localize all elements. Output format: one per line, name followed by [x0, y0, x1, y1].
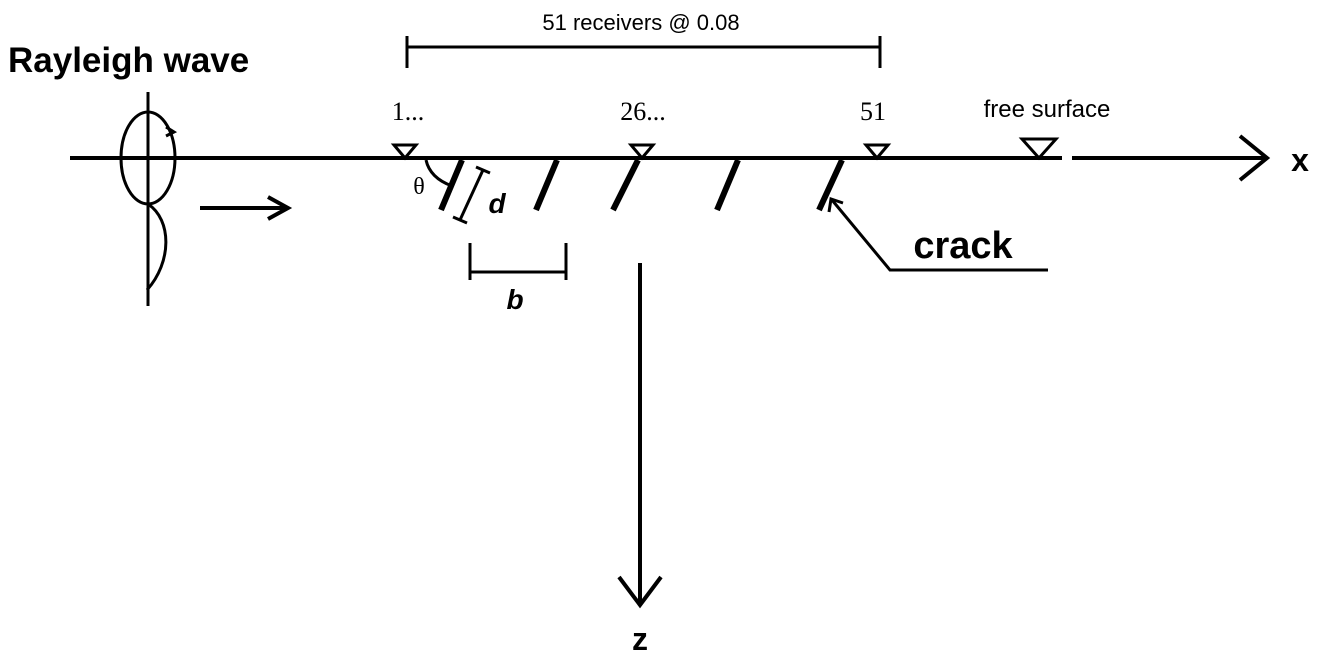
free-surface-triangle-icon [1018, 137, 1060, 161]
crack-3 [610, 158, 641, 212]
crack-label: crack [913, 225, 1013, 267]
receiver-label-last: 51 [860, 97, 886, 126]
receiver-label-middle: 26... [620, 97, 666, 126]
receiver-markers [390, 137, 1060, 161]
receiver-26-triangle-icon [627, 143, 657, 161]
x-axis-arrowhead-icon [1238, 134, 1271, 182]
free-surface-label: free surface [984, 96, 1111, 123]
rayleigh-wave-title: Rayleigh wave [8, 41, 249, 80]
crack-length-dimension [452, 165, 491, 225]
z-axis-label: z [632, 621, 648, 652]
angle-label: θ [413, 174, 425, 200]
crack-spacing-label: b [506, 284, 523, 315]
receivers-span-label: 51 receivers @ 0.08 [542, 10, 739, 35]
propagation-arrow-icon [200, 195, 293, 221]
rayleigh-wave-glyph-icon [119, 92, 178, 306]
crack-2 [533, 158, 560, 212]
crack-spacing-dimension [468, 243, 568, 280]
receivers-span-bracket [405, 36, 882, 68]
z-axis-arrowhead-icon [617, 575, 663, 609]
receiver-label-first: 1... [392, 97, 425, 126]
angle-arc [424, 159, 453, 188]
cracks [438, 158, 845, 212]
receiver-51-triangle-icon [862, 143, 892, 161]
crack-5 [816, 158, 845, 212]
receiver-1-triangle-icon [390, 143, 420, 161]
x-axis-label: x [1291, 142, 1309, 178]
crack-callout-leader [827, 197, 1048, 272]
crack-length-label: d [488, 188, 506, 219]
crack-4 [714, 158, 741, 212]
